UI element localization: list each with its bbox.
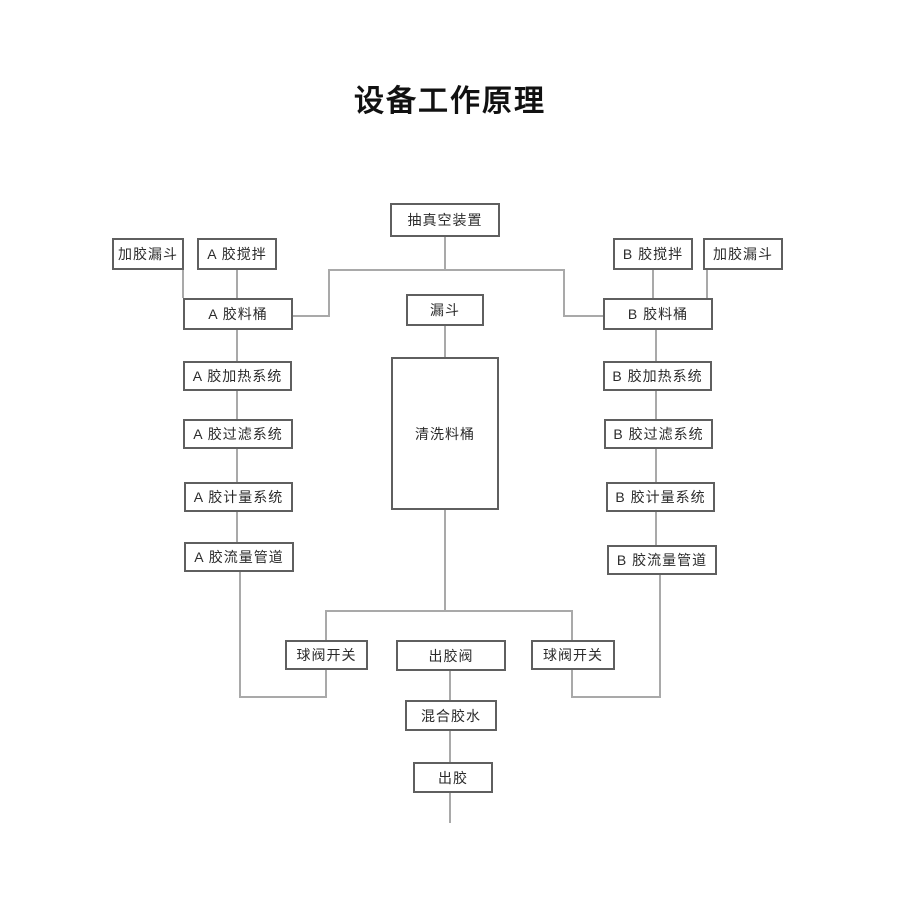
connector <box>239 572 241 698</box>
node-b-metering-system: B 胶计量系统 <box>606 482 715 512</box>
node-vacuum-device: 抽真空装置 <box>390 203 500 237</box>
connector <box>659 575 661 698</box>
connector <box>571 610 573 640</box>
connector <box>328 270 330 317</box>
connector <box>655 330 657 361</box>
node-feed-hopper-left: 加胶漏斗 <box>112 238 184 270</box>
node-b-filter-system: B 胶过滤系统 <box>604 419 713 449</box>
node-a-glue-stir: A 胶搅拌 <box>197 238 277 270</box>
connector <box>325 670 327 698</box>
connector <box>236 270 238 298</box>
node-b-flow-pipe: B 胶流量管道 <box>607 545 717 575</box>
connector <box>571 670 573 698</box>
node-glue-out: 出胶 <box>413 762 493 793</box>
connector <box>571 696 661 698</box>
node-a-flow-pipe: A 胶流量管道 <box>184 542 294 572</box>
connector <box>444 326 446 357</box>
node-b-glue-barrel: B 胶料桶 <box>603 298 713 330</box>
node-cleaning-barrel: 清洗料桶 <box>391 357 499 510</box>
connector <box>563 270 565 317</box>
connector <box>325 610 573 612</box>
connector <box>182 270 184 298</box>
node-ball-valve-left: 球阀开关 <box>285 640 368 670</box>
connector <box>449 793 451 823</box>
connector <box>655 512 657 545</box>
connector <box>449 731 451 762</box>
connector <box>293 315 330 317</box>
connector <box>449 671 451 700</box>
node-mixed-glue: 混合胶水 <box>405 700 497 731</box>
connector <box>239 696 327 698</box>
connector <box>236 512 238 542</box>
connector <box>652 270 654 298</box>
node-ball-valve-right: 球阀开关 <box>531 640 615 670</box>
page-title: 设备工作原理 <box>354 85 546 118</box>
node-a-glue-barrel: A 胶料桶 <box>183 298 293 330</box>
node-a-filter-system: A 胶过滤系统 <box>183 419 293 449</box>
node-glue-outlet-valve: 出胶阀 <box>396 640 506 671</box>
node-b-glue-stir: B 胶搅拌 <box>613 238 693 270</box>
connector <box>328 269 565 271</box>
node-b-heating-system: B 胶加热系统 <box>603 361 712 391</box>
connector <box>236 330 238 361</box>
node-a-metering-system: A 胶计量系统 <box>184 482 293 512</box>
connector <box>655 449 657 482</box>
node-feed-hopper-right: 加胶漏斗 <box>703 238 783 270</box>
connector <box>706 270 708 298</box>
connector <box>236 449 238 482</box>
connector <box>236 391 238 419</box>
connector <box>563 315 603 317</box>
connector <box>444 510 446 612</box>
connector <box>444 237 446 270</box>
node-a-heating-system: A 胶加热系统 <box>183 361 292 391</box>
connector <box>655 391 657 419</box>
connector <box>325 610 327 640</box>
node-hopper: 漏斗 <box>406 294 484 326</box>
